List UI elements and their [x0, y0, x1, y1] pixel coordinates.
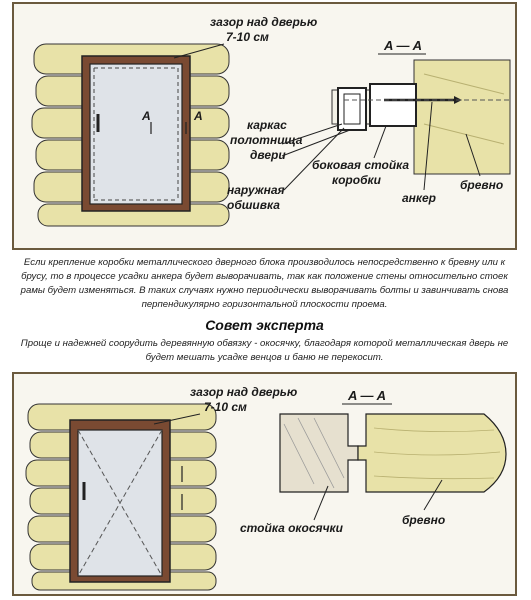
bottom-figure-panel: зазор над дверью 7-10 см A — A стойка ок… — [12, 372, 517, 596]
section-marker-right: А — [193, 109, 203, 123]
side-post-label-line1: боковая стойка — [312, 158, 409, 172]
gap-leader — [173, 43, 225, 59]
log-label-bottom: бревно — [402, 513, 445, 527]
section-label: A — A — [383, 38, 422, 53]
frame-label-line3: двери — [250, 148, 286, 162]
gap-label-line1-bottom: зазор над дверью — [190, 385, 297, 399]
paragraph-2: Проще и надежней соорудить деревянную об… — [20, 338, 509, 363]
anchor-label: анкер — [402, 191, 436, 205]
expert-title: Совет эксперта — [205, 317, 324, 333]
post-label: стойка окосячки — [240, 521, 344, 535]
log-label: бревно — [460, 178, 503, 192]
section-label-bottom: A — A — [347, 388, 386, 403]
section-marker-left: А — [141, 109, 151, 123]
okosyachka-post-profile — [279, 413, 359, 493]
side-post-label-line2: коробки — [332, 173, 382, 187]
bottom-figure-svg: зазор над дверью 7-10 см A — A стойка ок… — [25, 385, 507, 591]
frame-label-line1: каркас — [247, 118, 287, 132]
gap-label-line1: зазор над дверью — [210, 15, 317, 29]
frame-label-line2: полотнища — [230, 133, 303, 147]
gap-label-line2-bottom: 7-10 см — [204, 400, 247, 414]
cladding-label-line1: наружная — [227, 183, 285, 197]
cladding-label-line2: обшивка — [227, 198, 280, 212]
top-figure-panel: А А зазор над дверью 7-10 см A — A карка… — [12, 2, 517, 250]
log-section-bottom — [357, 413, 507, 493]
paragraph-1: Если крепление коробки металлического дв… — [20, 257, 509, 310]
door-frame-profile — [337, 87, 367, 131]
log-section — [413, 59, 511, 175]
top-figure-svg: А А зазор над дверью 7-10 см A — A карка… — [31, 15, 511, 227]
side-post-profile — [369, 83, 417, 127]
gap-label-line2: 7-10 см — [226, 30, 269, 44]
door-leaf — [89, 63, 183, 205]
